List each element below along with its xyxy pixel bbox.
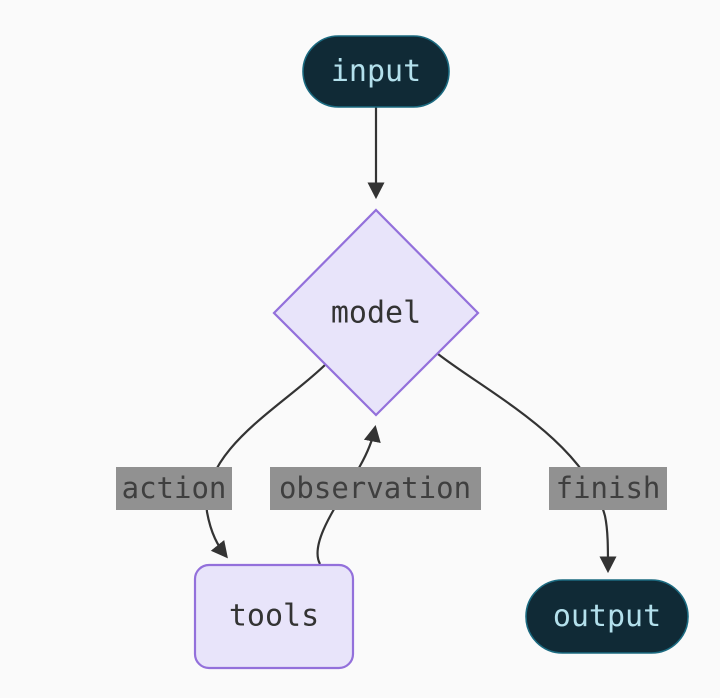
edge-model-to-output [437,353,617,574]
node-output-label: output [553,599,661,634]
node-input-label: input [331,54,421,89]
edge-label-finish-text: finish [556,471,661,505]
node-tools[interactable]: tools [193,563,355,670]
node-output[interactable]: output [525,579,689,654]
edge-label-observation-bg [270,467,481,510]
edge-model-to-tools [205,362,328,559]
edge-label-observation-text: observation [279,471,471,505]
edge-label-observation: observation [270,467,481,510]
node-input[interactable]: input [302,35,450,108]
node-tools-shape[interactable] [193,563,355,670]
node-model-label: model [331,296,421,331]
edge-label-action-bg [116,467,232,510]
edge-label-finish-bg [549,467,667,510]
node-model[interactable]: model [272,208,480,417]
node-model-shape[interactable] [272,208,480,417]
node-input-shape[interactable] [302,35,450,108]
edge-label-action: action [116,467,232,510]
node-output-shape[interactable] [525,579,689,654]
edge-label-finish: finish [549,467,667,510]
edge-label-action-text: action [122,471,227,505]
node-tools-label: tools [229,599,319,634]
